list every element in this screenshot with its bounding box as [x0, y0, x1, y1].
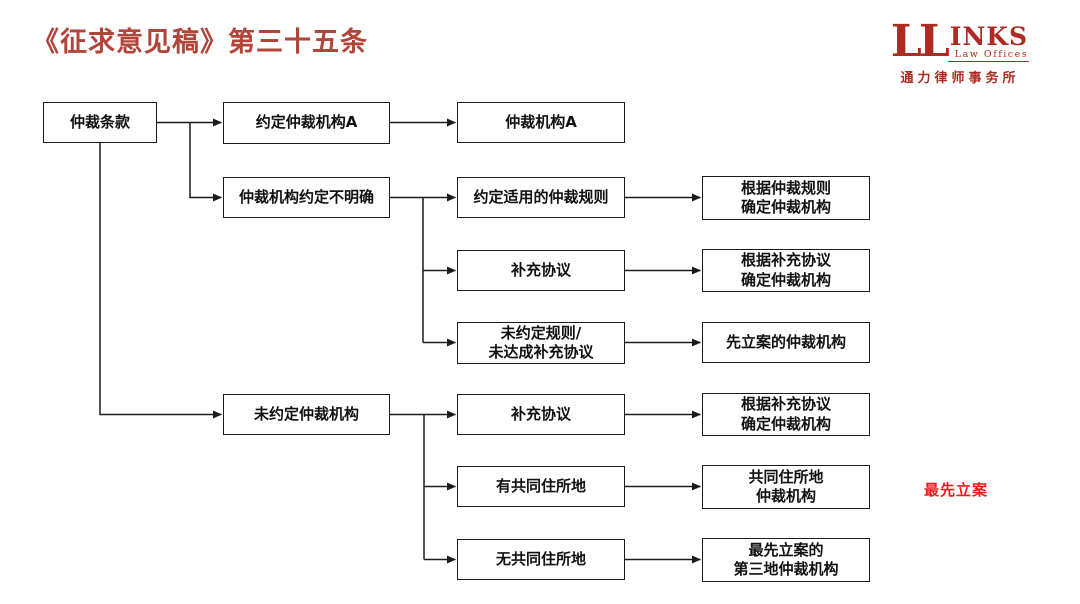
- flow-node-supplementary-agreement-2: 补充协议: [457, 394, 625, 435]
- flow-node-agreed-institution-a: 约定仲裁机构A: [223, 102, 390, 144]
- flow-node-first-filed-institution: 先立案的仲裁机构: [702, 322, 870, 363]
- flow-node-agreed-rules: 约定适用的仲裁规则: [457, 177, 625, 218]
- flow-node-arbitration-clause: 仲裁条款: [43, 102, 157, 143]
- logo-right-column: INKS Law Offices: [947, 22, 1030, 62]
- logo-inks-letters: INKS: [949, 22, 1029, 51]
- flow-node-determine-by-supplement-2: 根据补充协议 确定仲裁机构: [702, 393, 870, 436]
- flow-node-determine-by-rules: 根据仲裁规则 确定仲裁机构: [702, 176, 870, 220]
- flow-node-common-domicile: 有共同住所地: [457, 466, 625, 507]
- flow-node-institution-a: 仲裁机构A: [457, 102, 625, 143]
- page-title: 《征求意见稿》第三十五条: [32, 27, 368, 58]
- flow-node-supplementary-agreement-1: 补充协议: [457, 250, 625, 291]
- logo-subtitle: Law Offices: [954, 49, 1029, 60]
- flow-node-institution-unclear: 仲裁机构约定不明确: [223, 177, 390, 218]
- logo-wordmark: LL INKS Law Offices: [891, 19, 1030, 64]
- logo-ll-letters: LL: [890, 16, 950, 67]
- logo-chinese-name: 通力律师事务所: [900, 70, 1020, 86]
- flow-node-determine-by-supplement-1: 根据补充协议 确定仲裁机构: [702, 249, 870, 292]
- llinks-law-offices-logo: LL INKS Law Offices 通力律师事务所: [891, 19, 1030, 86]
- flow-node-no-agreed-institution: 未约定仲裁机构: [223, 394, 390, 435]
- first-filed-note: 最先立案: [924, 481, 989, 499]
- flow-node-common-domicile-institution: 共同住所地 仲裁机构: [702, 465, 870, 509]
- flow-node-no-common-domicile: 无共同住所地: [457, 539, 625, 580]
- flow-node-no-rules-no-supplement: 未约定规则/ 未达成补充协议: [457, 322, 625, 364]
- flow-node-third-place-institution: 最先立案的 第三地仲裁机构: [702, 538, 870, 582]
